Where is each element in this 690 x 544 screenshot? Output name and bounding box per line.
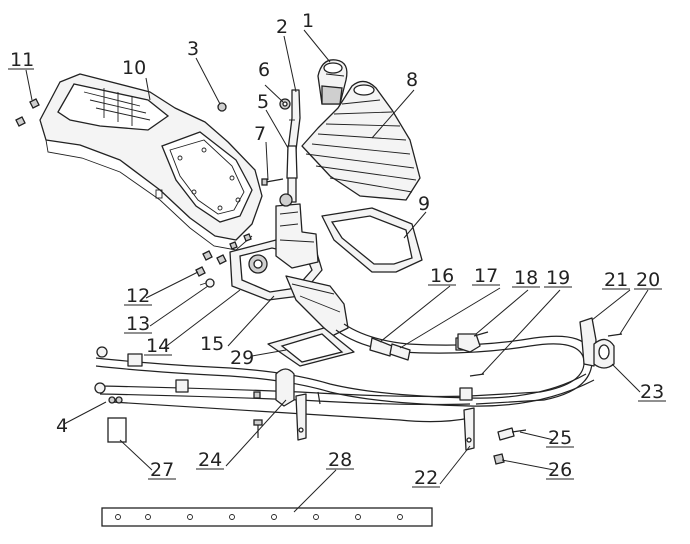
callout-22: 22 — [414, 467, 438, 489]
callout-16: 16 — [430, 265, 454, 287]
small-screws — [15, 98, 252, 288]
callout-14: 14 — [146, 335, 170, 357]
shift-boot-part — [301, 80, 421, 201]
callout-26: 26 — [548, 459, 572, 481]
callout-12: 12 — [126, 285, 150, 307]
cable-clamp-part — [457, 331, 489, 377]
bracket-part-22 — [295, 393, 475, 451]
strip-part-28 — [101, 507, 433, 527]
bezel-frame-part — [321, 207, 423, 273]
gasket-part-29 — [267, 327, 355, 367]
callout-15: 15 — [200, 333, 224, 355]
callout-9: 9 — [418, 193, 430, 215]
callout-6: 6 — [258, 59, 270, 81]
callout-20: 20 — [636, 269, 660, 291]
callout-labels: 1 2 3 4 5 6 7 8 9 10 11 12 13 14 15 16 1… — [8, 10, 666, 489]
callout-25: 25 — [548, 427, 572, 449]
u-clamp-part — [253, 368, 321, 438]
callout-27: 27 — [150, 459, 174, 481]
callout-28: 28 — [328, 449, 352, 471]
callout-1: 1 — [302, 10, 314, 32]
shift-knob-part — [317, 59, 348, 105]
callout-4: 4 — [56, 415, 68, 437]
callout-2: 2 — [276, 16, 288, 38]
callout-23: 23 — [640, 381, 664, 403]
shift-lever-part — [286, 89, 301, 203]
callout-29: 29 — [230, 347, 254, 369]
callout-17: 17 — [474, 265, 498, 287]
callout-18: 18 — [514, 267, 538, 289]
callout-11: 11 — [10, 49, 34, 71]
bracket-part-21 — [579, 317, 623, 369]
callout-5: 5 — [257, 91, 269, 113]
callout-8: 8 — [406, 69, 418, 91]
callout-21: 21 — [604, 269, 628, 291]
callout-13: 13 — [126, 313, 150, 335]
leader-lines — [25, 29, 649, 513]
fasteners-3-6-7 — [217, 98, 291, 186]
callout-24: 24 — [198, 449, 222, 471]
callout-7: 7 — [254, 123, 266, 145]
callout-19: 19 — [546, 267, 570, 289]
shifter-base-part — [229, 193, 349, 337]
bolts-25-26 — [493, 427, 527, 465]
callout-3: 3 — [187, 38, 199, 60]
callout-10: 10 — [122, 57, 146, 79]
console-housing-part — [39, 73, 263, 251]
pad-part-27 — [107, 417, 127, 443]
